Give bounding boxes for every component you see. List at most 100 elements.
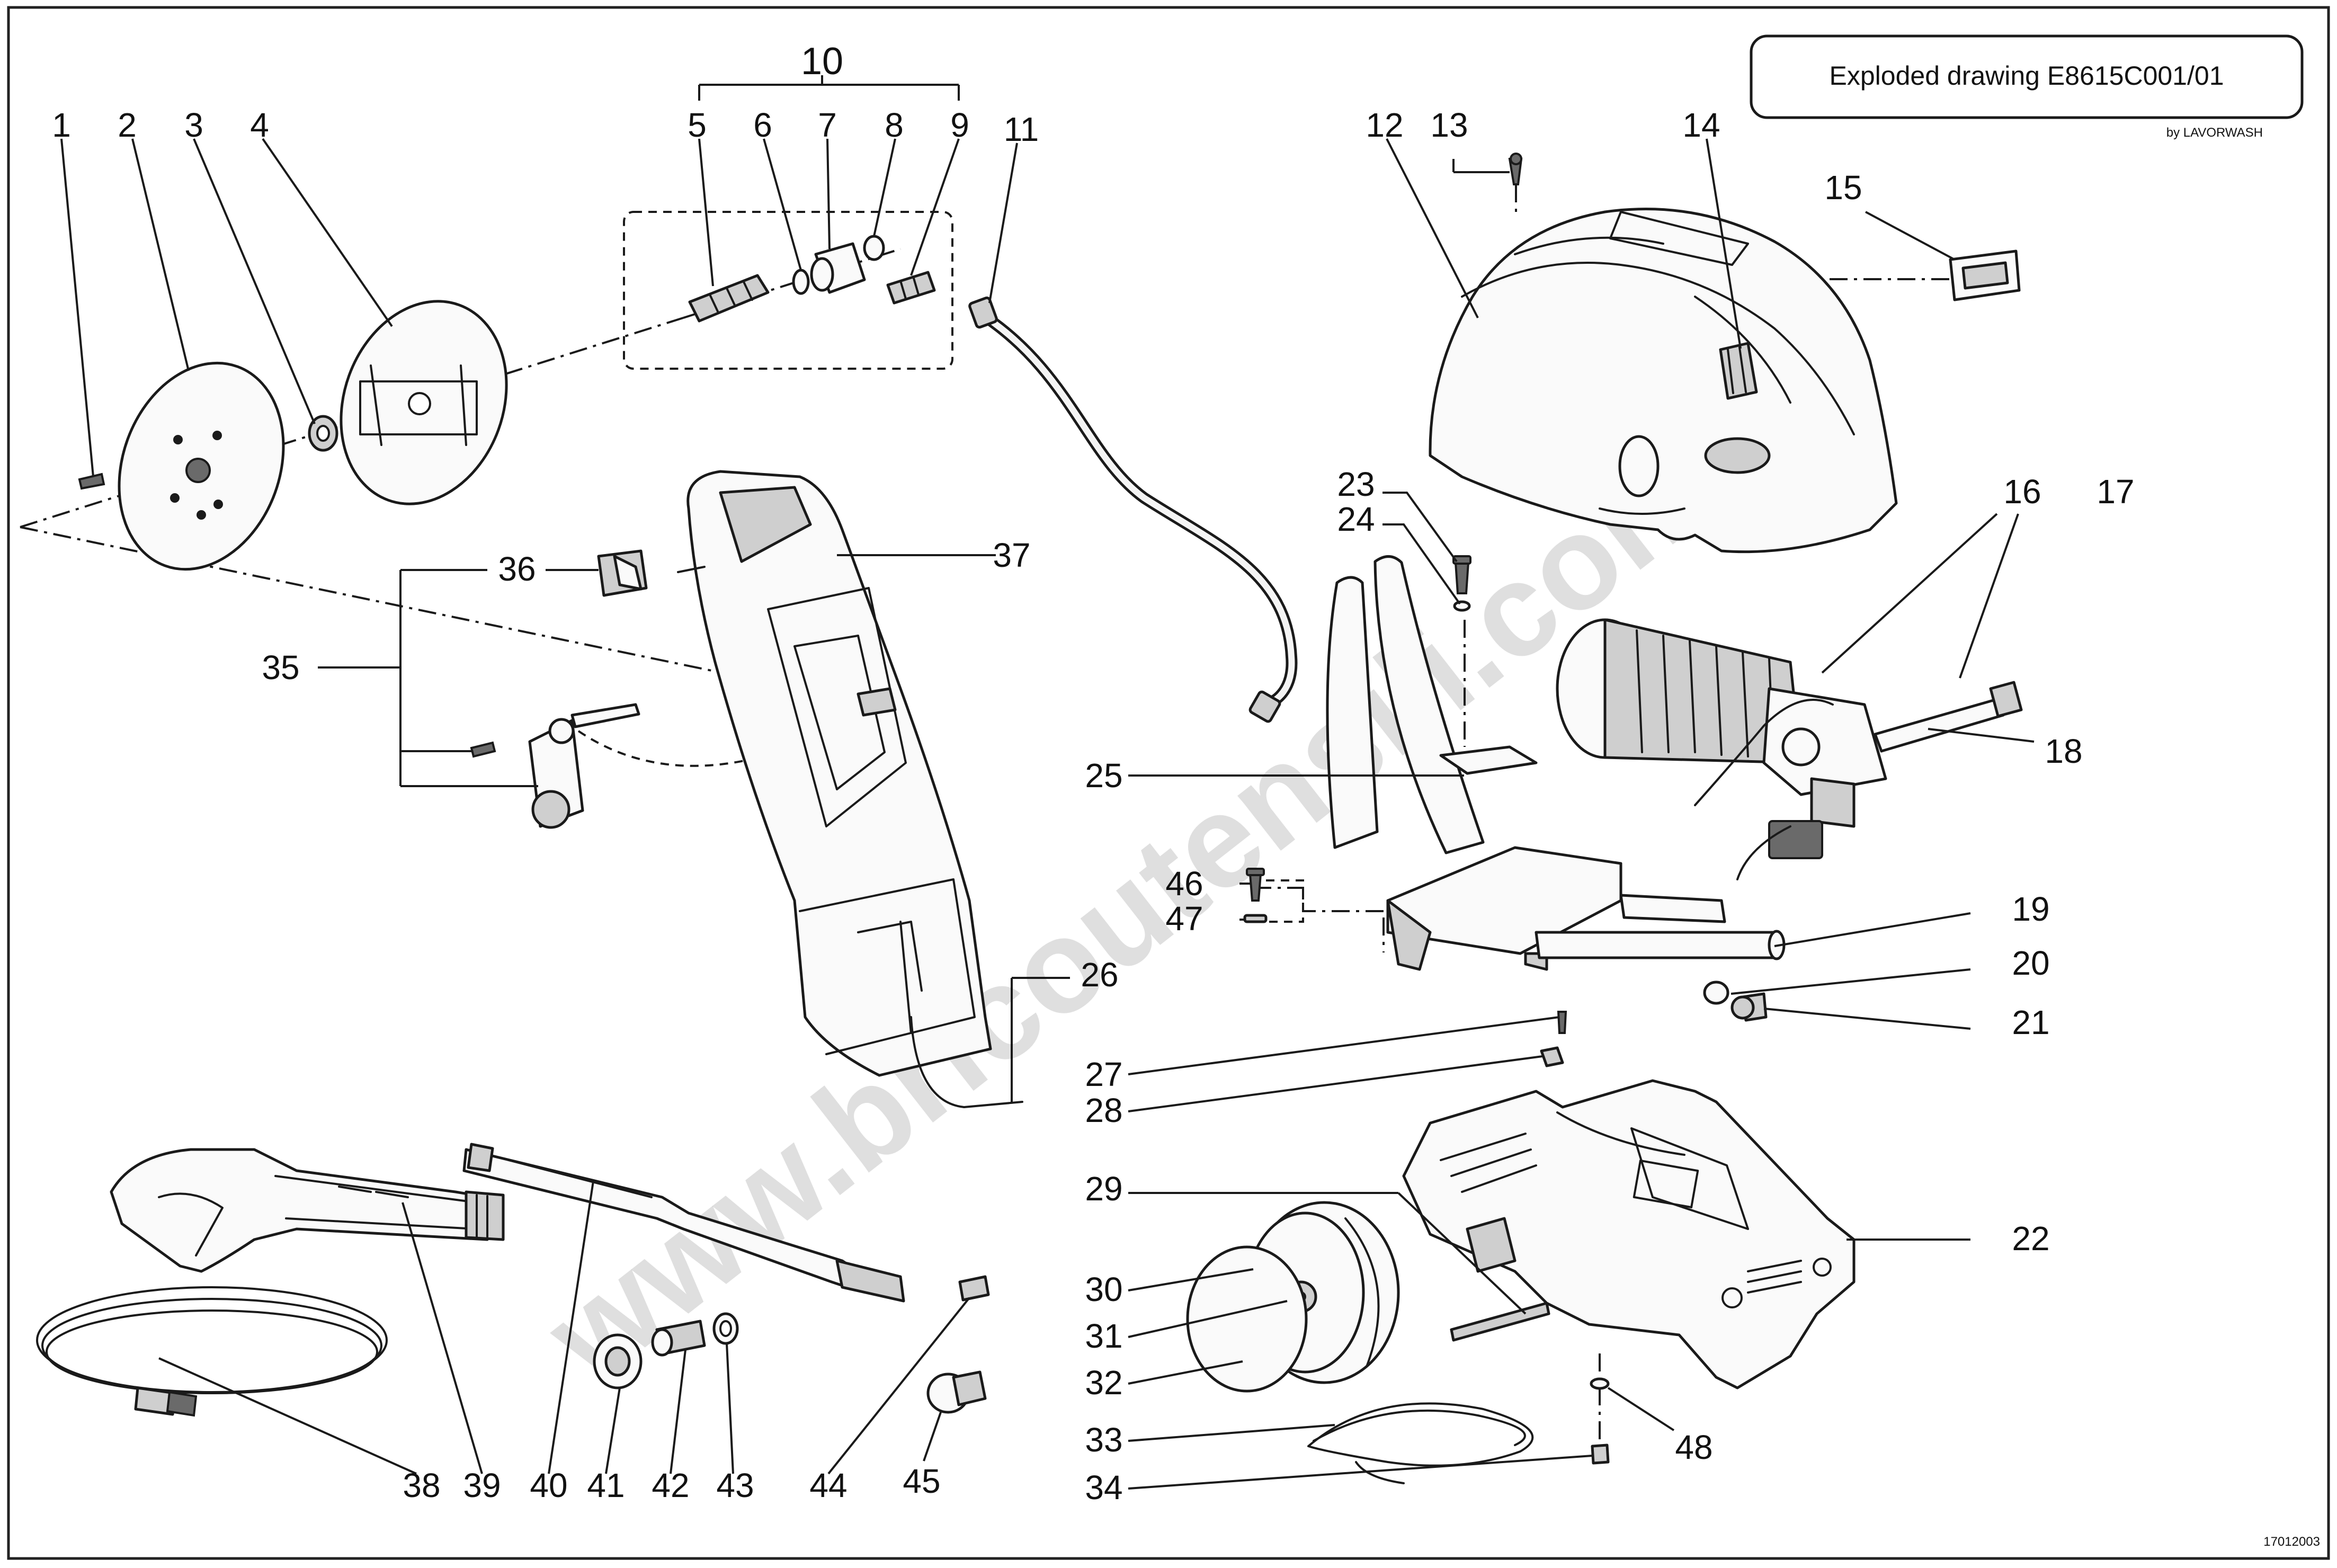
callout-40: 40 [530,1466,567,1504]
washer-48 [1590,1377,1610,1390]
circlip-20 [1703,981,1729,1005]
reel-frame-body [686,470,992,1077]
callout-47: 47 [1165,899,1203,938]
callout-20: 20 [2012,944,2049,982]
washer-24 [1453,600,1471,612]
callout-10: 10 [801,40,843,83]
callout-46: 46 [1165,865,1203,903]
axle-tube-lower [1535,931,1779,959]
washer-47 [1243,914,1268,923]
nozzle-44 [958,1275,990,1302]
callout-31: 31 [1085,1317,1122,1355]
callout-30: 30 [1085,1270,1122,1308]
reel-frame [677,470,992,1077]
hose-reel-parts [78,300,508,571]
callout-23: 23 [1337,465,1375,503]
callout-11: 11 [1004,110,1039,148]
callout-19: 19 [2012,890,2049,928]
screw-23 [1454,562,1470,594]
rail-right [1373,555,1485,854]
callout-1: 1 [52,106,71,144]
callout-4: 4 [250,106,269,144]
title-box [1750,34,2304,119]
cable-26 [910,1016,1023,1108]
callout-labels: 1 2 3 4 5 6 7 8 9 10 11 12 13 14 15 16 1… [52,40,2134,1507]
hood-handle-slot [1618,435,1660,497]
callout-44: 44 [809,1466,847,1504]
callout-7: 7 [818,106,837,144]
callout-12: 12 [1366,106,1403,144]
callout-28: 28 [1085,1091,1122,1129]
wheel-assembly [1186,1201,1550,1393]
wheel-axle-29 [1450,1302,1550,1342]
sub-assembly-10-box [623,211,953,370]
screw-27 [1557,1011,1567,1034]
callout-29: 29 [1085,1170,1122,1208]
bolt-34 [1591,1444,1610,1465]
bracket-25 [1439,745,1538,775]
callout-45: 45 [903,1462,940,1500]
callout-39: 39 [463,1466,501,1504]
lance-tube-18 [1874,698,2005,753]
callout-48: 48 [1675,1428,1712,1466]
drawing-border [7,6,2330,1560]
callout-3: 3 [184,106,203,144]
o-ring-8 [863,235,885,261]
internal-hose [968,296,1298,723]
rail-left [1326,576,1379,849]
callout-14: 14 [1682,106,1720,144]
base-shell [1402,1079,1856,1389]
lower-base [1402,1079,1856,1389]
callout-5: 5 [688,106,707,144]
callout-21: 21 [2012,1003,2049,1041]
reference-code: 17012003 [2263,1535,2320,1549]
nipple-fitting [886,271,936,305]
callout-17: 17 [2097,473,2134,511]
high-pressure-hose-coil [36,1286,388,1417]
title-block: Exploded drawing E8615C001/01 by LAVORWA… [1750,34,2304,140]
swivel-fitting [688,274,770,323]
callout-43: 43 [716,1466,754,1504]
gun-body [110,1148,489,1273]
lance-nozzle [835,1259,905,1303]
callout-18: 18 [2045,732,2082,770]
callout-24: 24 [1337,500,1375,538]
callout-42: 42 [652,1466,689,1504]
spray-lance [462,1143,905,1303]
callout-9: 9 [950,106,969,144]
callout-36: 36 [498,550,536,588]
reel-crank-35 [470,703,640,829]
callout-26: 26 [1081,956,1118,994]
callout-25: 25 [1085,756,1122,795]
hood-shell [1429,208,1898,554]
leader-lines [60,75,2035,1490]
callout-33: 33 [1085,1421,1122,1459]
callout-27: 27 [1085,1055,1122,1093]
callout-16: 16 [2003,473,2041,511]
o-ring-6 [792,269,810,295]
drawing-title: Exploded drawing E8615C001/01 [1830,61,2224,91]
wheel-cap [1186,1245,1308,1393]
motor-pump [1556,618,1887,880]
callout-41: 41 [587,1466,625,1504]
callout-6: 6 [753,106,772,144]
callout-2: 2 [118,106,137,144]
screw-46 [1248,873,1262,902]
chassis-frame [1326,555,1786,971]
power-cord [1307,1402,1534,1484]
drawing-credit: by LAVORWASH [2166,126,2263,140]
callout-38: 38 [403,1466,440,1504]
callout-22: 22 [2012,1219,2049,1258]
callout-32: 32 [1085,1364,1122,1402]
spray-gun [110,1148,505,1273]
clip-28 [1540,1046,1564,1067]
callout-8: 8 [885,106,904,144]
fittings-group-10 [688,235,936,323]
callout-34: 34 [1085,1468,1122,1507]
motor-hood [1429,208,1898,554]
callout-15: 15 [1824,168,1862,207]
nozzle-17 [1989,681,2023,718]
callout-13: 13 [1430,106,1468,144]
